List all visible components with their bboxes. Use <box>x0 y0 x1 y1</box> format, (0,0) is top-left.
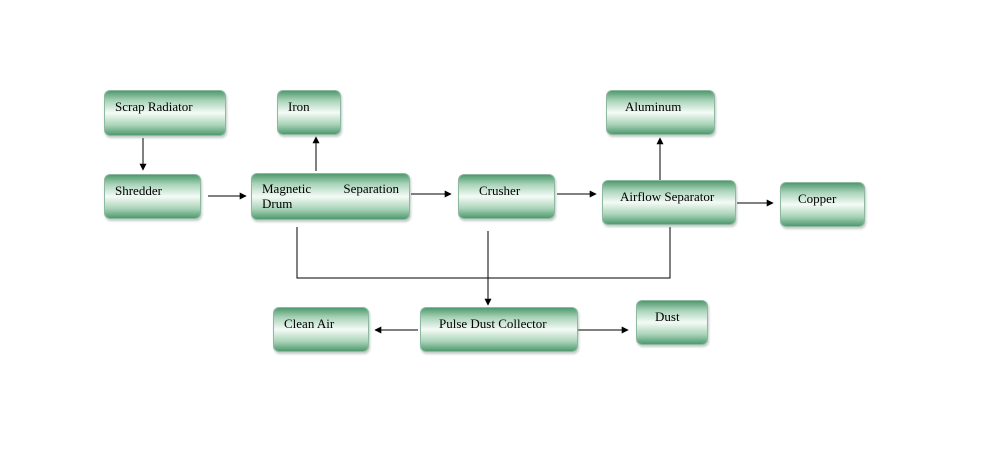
node-label: Pulse Dust Collector <box>439 316 547 331</box>
node-clean-air: Clean Air <box>273 307 369 352</box>
node-pulse-dust-collector: Pulse Dust Collector <box>420 307 578 352</box>
node-label: Iron <box>288 99 310 114</box>
edge-dust-bus <box>296 227 671 279</box>
node-iron: Iron <box>277 90 341 135</box>
node-magnetic-separation-drum: Magnetic Separation Drum <box>251 173 410 220</box>
node-label: Shredder <box>115 183 162 198</box>
node-label: Scrap Radiator <box>115 99 193 114</box>
node-scrap-radiator: Scrap Radiator <box>104 90 226 136</box>
node-shredder: Shredder <box>104 174 201 219</box>
node-label: Dust <box>655 309 680 324</box>
node-copper: Copper <box>780 182 865 227</box>
node-label: Crusher <box>479 183 521 198</box>
node-aluminum: Aluminum <box>606 90 715 135</box>
node-airflow-separator: Airflow Separator <box>602 180 736 225</box>
node-dust: Dust <box>636 300 708 345</box>
node-label: Airflow Separator <box>620 189 715 204</box>
node-label: Copper <box>798 191 837 206</box>
node-label: Magnetic Separation Drum <box>262 181 399 211</box>
node-crusher: Crusher <box>458 174 555 219</box>
node-label: Aluminum <box>625 99 682 114</box>
node-label: Clean Air <box>284 316 335 331</box>
